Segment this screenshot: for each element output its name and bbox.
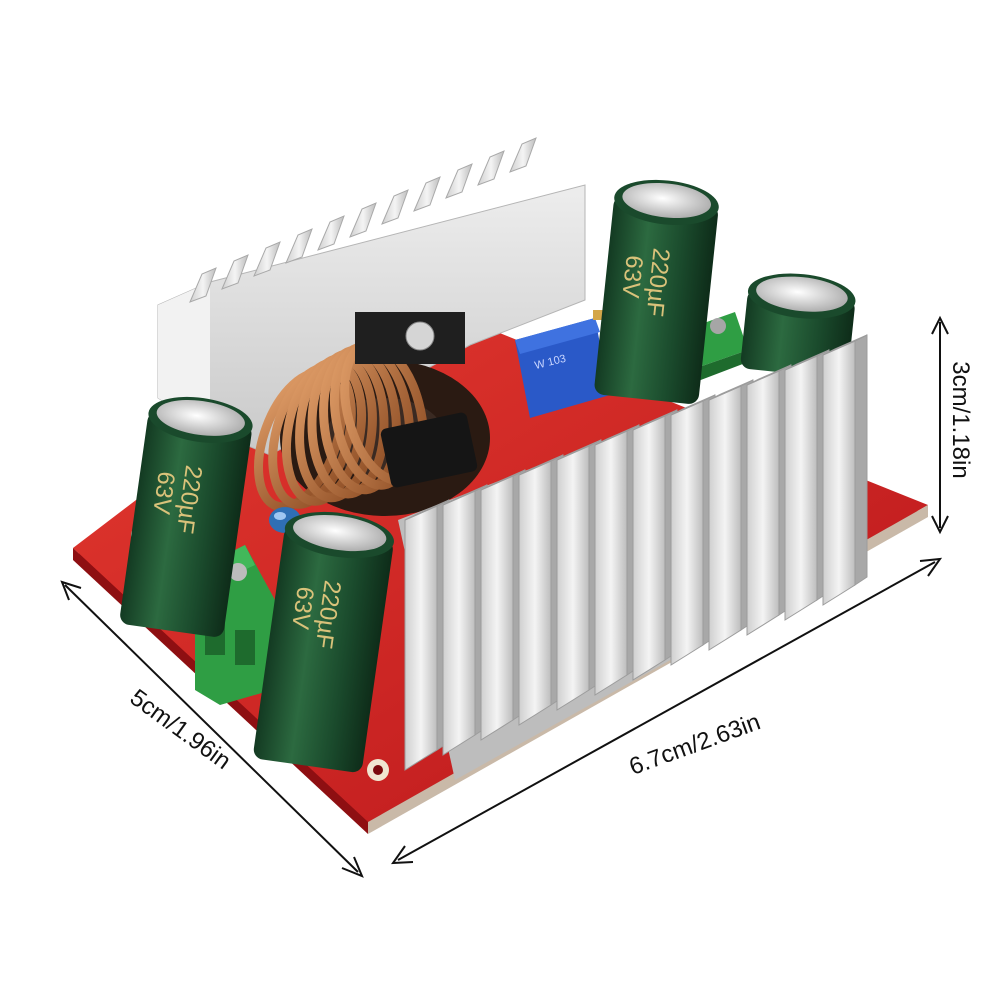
- heatsink-fin: [189, 267, 217, 303]
- heatsink-fin: [317, 215, 345, 251]
- heatsink-fin: [404, 499, 450, 771]
- heatsink-fin: [413, 176, 441, 212]
- heatsink-fin: [822, 334, 868, 606]
- heatsink-fin: [221, 254, 249, 290]
- voltage-marking: 63V: [286, 585, 319, 631]
- heatsink-fin: [632, 409, 678, 681]
- height-dimension-label: 3cm/1.18in: [947, 361, 974, 479]
- heatsink-fin: [442, 484, 488, 756]
- dimension-arrows: [60, 315, 949, 878]
- heatsink-fin: [477, 150, 505, 186]
- heatsink-fin: [381, 189, 409, 225]
- heatsink-fin: [746, 364, 792, 636]
- voltage-marking: 63V: [147, 470, 180, 516]
- heatsink-fin: [253, 241, 281, 277]
- heatsink-fin: [349, 202, 377, 238]
- front-heatsink: [398, 334, 868, 780]
- heatsink-fin: [784, 349, 830, 621]
- heatsink-fin: [509, 137, 537, 173]
- heatsink-fin: [480, 469, 526, 741]
- heatsink-fin: [556, 439, 602, 711]
- heatsink-fin: [708, 379, 754, 651]
- toroid-inductor: [254, 312, 490, 516]
- heatsink-fin: [670, 394, 716, 666]
- heatsink-fin: [445, 163, 473, 199]
- heatsink-fin: [594, 424, 640, 696]
- heatsink-fin: [285, 228, 313, 264]
- trim-potentiometer: W 103: [515, 310, 610, 418]
- voltage-marking: 63V: [616, 254, 647, 299]
- heatsink-fin: [518, 454, 564, 726]
